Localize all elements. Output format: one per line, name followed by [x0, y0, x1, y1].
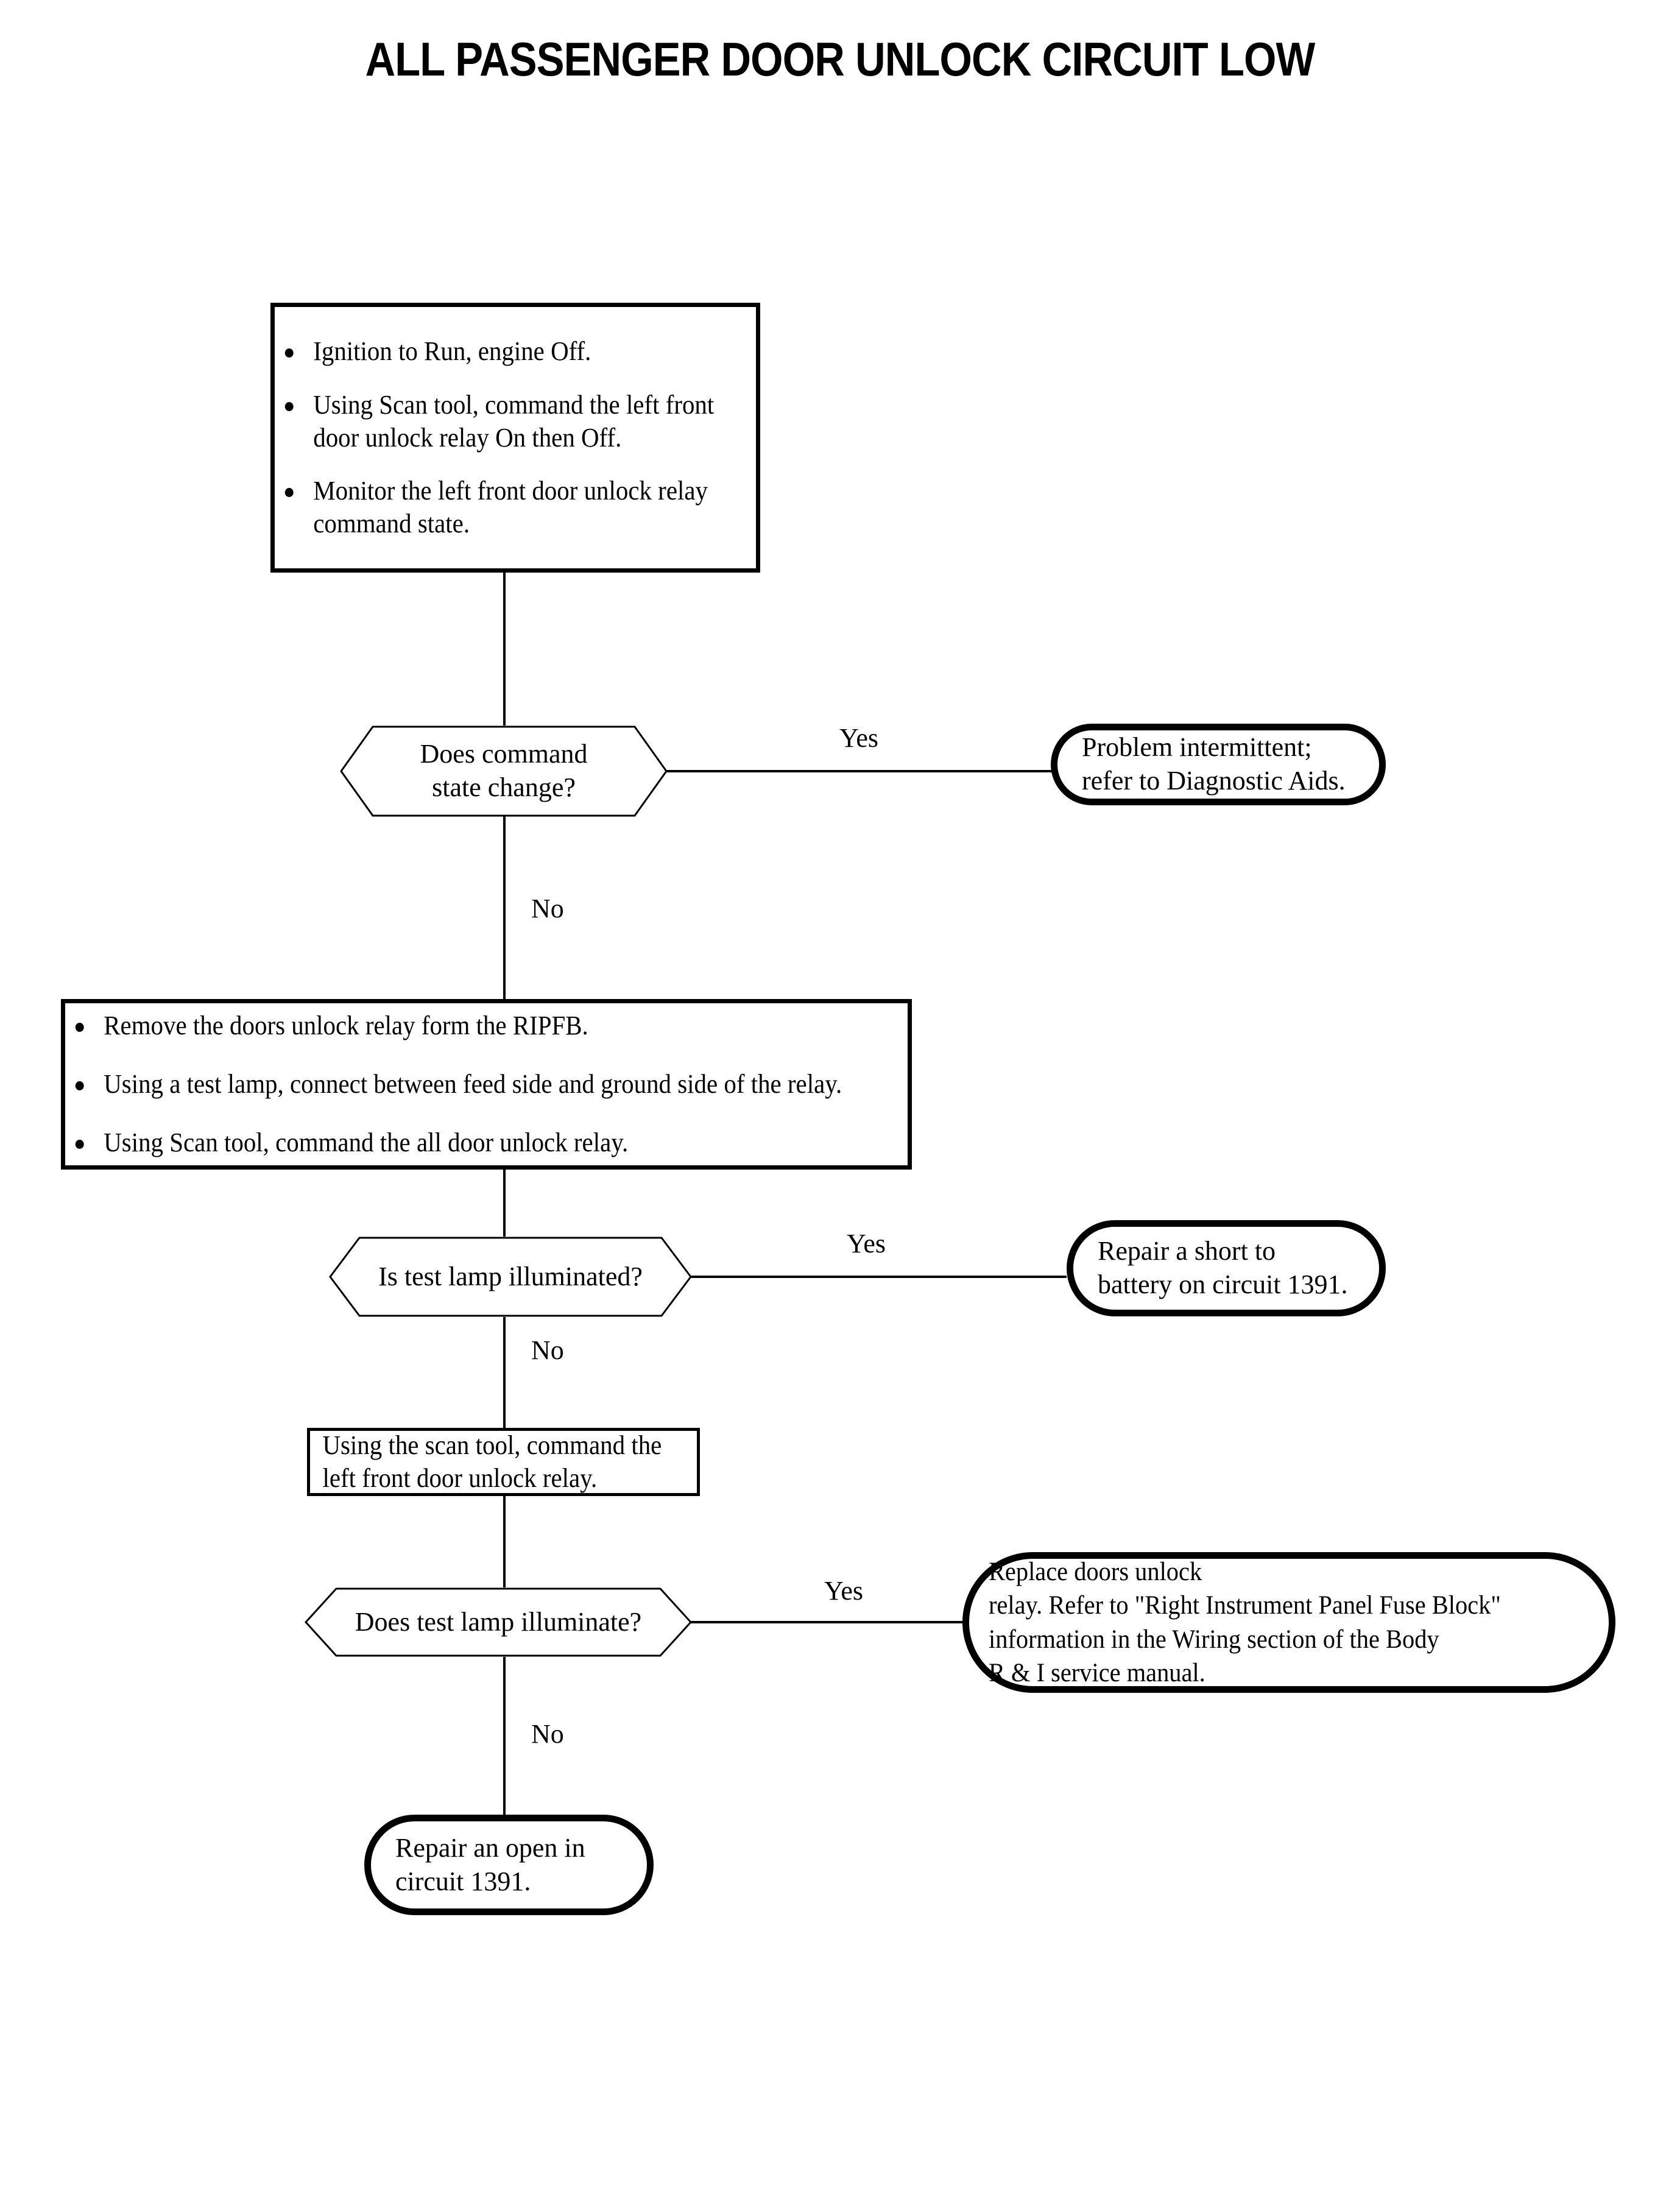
step2-bullet-list: Remove the doors unlock relay form the R… — [65, 1009, 908, 1159]
step2-bullet-1: Remove the doors unlock relay form the R… — [65, 1009, 849, 1042]
step1-bullet-list: Ignition to Run, engine Off. Using Scan … — [275, 335, 756, 540]
branch-label-yes-3: Yes — [824, 1576, 864, 1606]
connector-step1-to-decision1 — [503, 573, 506, 725]
terminal-replace-doors-unlock-relay: Replace doors unlock relay. Refer to "Ri… — [962, 1552, 1615, 1693]
step3-text: Using the scan tool, command the left fr… — [322, 1430, 662, 1493]
connector-decision1-no — [503, 816, 506, 999]
branch-label-no-3: No — [531, 1719, 564, 1749]
branch-label-no-1: No — [531, 894, 564, 923]
hexagon-shape-3 — [305, 1587, 692, 1657]
terminal-problem-intermittent: Problem intermittent; refer to Diagnosti… — [1051, 724, 1386, 805]
step1-bullet-1: Ignition to Run, engine Off. — [275, 335, 722, 368]
step1-bullet-2: Using Scan tool, command the left front … — [275, 389, 722, 454]
connector-decision1-yes — [666, 770, 1052, 772]
decision-does-test-lamp-illuminate: Does test lamp illuminate? — [305, 1587, 692, 1657]
connector-decision2-yes — [691, 1276, 1067, 1278]
connector-decision3-no — [503, 1657, 506, 1815]
connector-decision3-yes — [691, 1621, 969, 1623]
step2-bullet-2: Using a test lamp, connect between feed … — [65, 1068, 849, 1101]
process-box-step3: Using the scan tool, command the left fr… — [307, 1428, 700, 1496]
branch-label-yes-1: Yes — [839, 723, 879, 753]
terminal-repair-open-circuit: Repair an open in circuit 1391. — [364, 1815, 654, 1915]
hexagon-shape-1 — [340, 725, 668, 817]
step1-bullet-3: Monitor the left front door unlock relay… — [275, 475, 722, 540]
hexagon-shape-2 — [329, 1237, 692, 1317]
branch-label-yes-2: Yes — [847, 1229, 886, 1259]
decision-does-command-state-change: Does command state change? — [340, 725, 668, 817]
connector-step3-to-decision3 — [503, 1496, 506, 1587]
terminal2-label: Repair a short to battery on circuit 139… — [1098, 1236, 1348, 1299]
terminal1-label: Problem intermittent; refer to Diagnosti… — [1082, 732, 1346, 796]
terminal4-label: Repair an open in circuit 1391. — [395, 1832, 585, 1896]
decision2-label: Is test lamp illuminated? — [378, 1261, 643, 1291]
process-box-step1: Ignition to Run, engine Off. Using Scan … — [270, 303, 760, 573]
terminal3-label: Replace doors unlock relay. Refer to "Ri… — [988, 1558, 1501, 1687]
decision3-label: Does test lamp illuminate? — [355, 1606, 642, 1637]
page-title: ALL PASSENGER DOOR UNLOCK CIRCUIT LOW — [365, 32, 1316, 86]
branch-label-no-2: No — [531, 1335, 564, 1365]
decision-is-test-lamp-illuminated: Is test lamp illuminated? — [329, 1237, 692, 1317]
step2-bullet-3: Using Scan tool, command the all door un… — [65, 1126, 849, 1159]
decision1-label: Does command state change? — [420, 739, 588, 802]
process-box-step2: Remove the doors unlock relay form the R… — [61, 999, 912, 1170]
connector-decision2-no — [503, 1317, 506, 1438]
connector-step2-to-decision2 — [503, 1170, 506, 1237]
terminal-repair-short-to-battery: Repair a short to battery on circuit 139… — [1067, 1220, 1386, 1316]
